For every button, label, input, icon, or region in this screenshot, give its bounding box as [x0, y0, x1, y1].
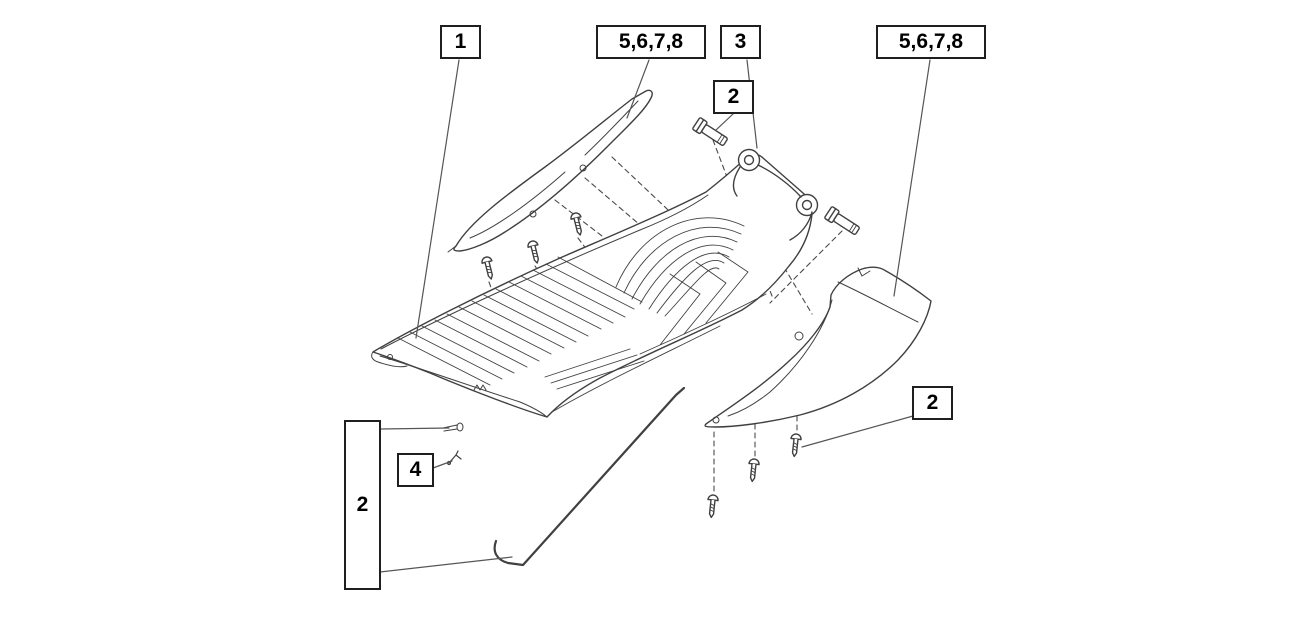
left-trim-panel [447, 89, 653, 253]
callout-2-top[interactable]: 2 [713, 80, 754, 114]
callout-3-label: 3 [734, 30, 747, 53]
callout-2-left-label: 2 [356, 493, 369, 516]
seat [371, 153, 813, 418]
callout-5678-right-label: 5,6,7,8 [898, 30, 964, 53]
seat-ribs [397, 256, 643, 386]
callout-3[interactable]: 3 [720, 25, 761, 59]
leader-line [379, 427, 450, 430]
leader-line [379, 556, 513, 573]
callout-2-right-label: 2 [926, 391, 939, 414]
screw [746, 457, 761, 483]
small-screw [442, 422, 464, 432]
leader-line [432, 460, 453, 469]
callout-2-top-label: 2 [727, 85, 740, 108]
rear-bracket [732, 148, 819, 241]
callout-5678-left-label: 5,6,7,8 [618, 30, 684, 53]
callout-2-left[interactable]: 2 [344, 420, 381, 590]
leader-line [715, 113, 734, 131]
screw [788, 432, 803, 458]
callout-2-right[interactable]: 2 [912, 386, 953, 420]
callout-5678-right[interactable]: 5,6,7,8 [876, 25, 986, 59]
screw [526, 239, 543, 265]
leader-line [801, 415, 914, 448]
leader-line [893, 59, 931, 297]
retainer-rod [493, 386, 686, 567]
screw [705, 493, 720, 519]
callout-4[interactable]: 4 [397, 453, 434, 487]
callout-1-label: 1 [454, 30, 467, 53]
bolt [823, 205, 862, 238]
right-side-panel [704, 266, 932, 428]
screw [569, 211, 586, 237]
callout-5678-left[interactable]: 5,6,7,8 [596, 25, 706, 59]
screw [480, 255, 497, 281]
leader-lines [379, 59, 931, 573]
leader-line [415, 59, 460, 339]
callout-4-label: 4 [409, 458, 422, 481]
leader-line [626, 59, 650, 119]
callout-1[interactable]: 1 [440, 25, 481, 59]
seat-rear-ribs [615, 217, 745, 317]
